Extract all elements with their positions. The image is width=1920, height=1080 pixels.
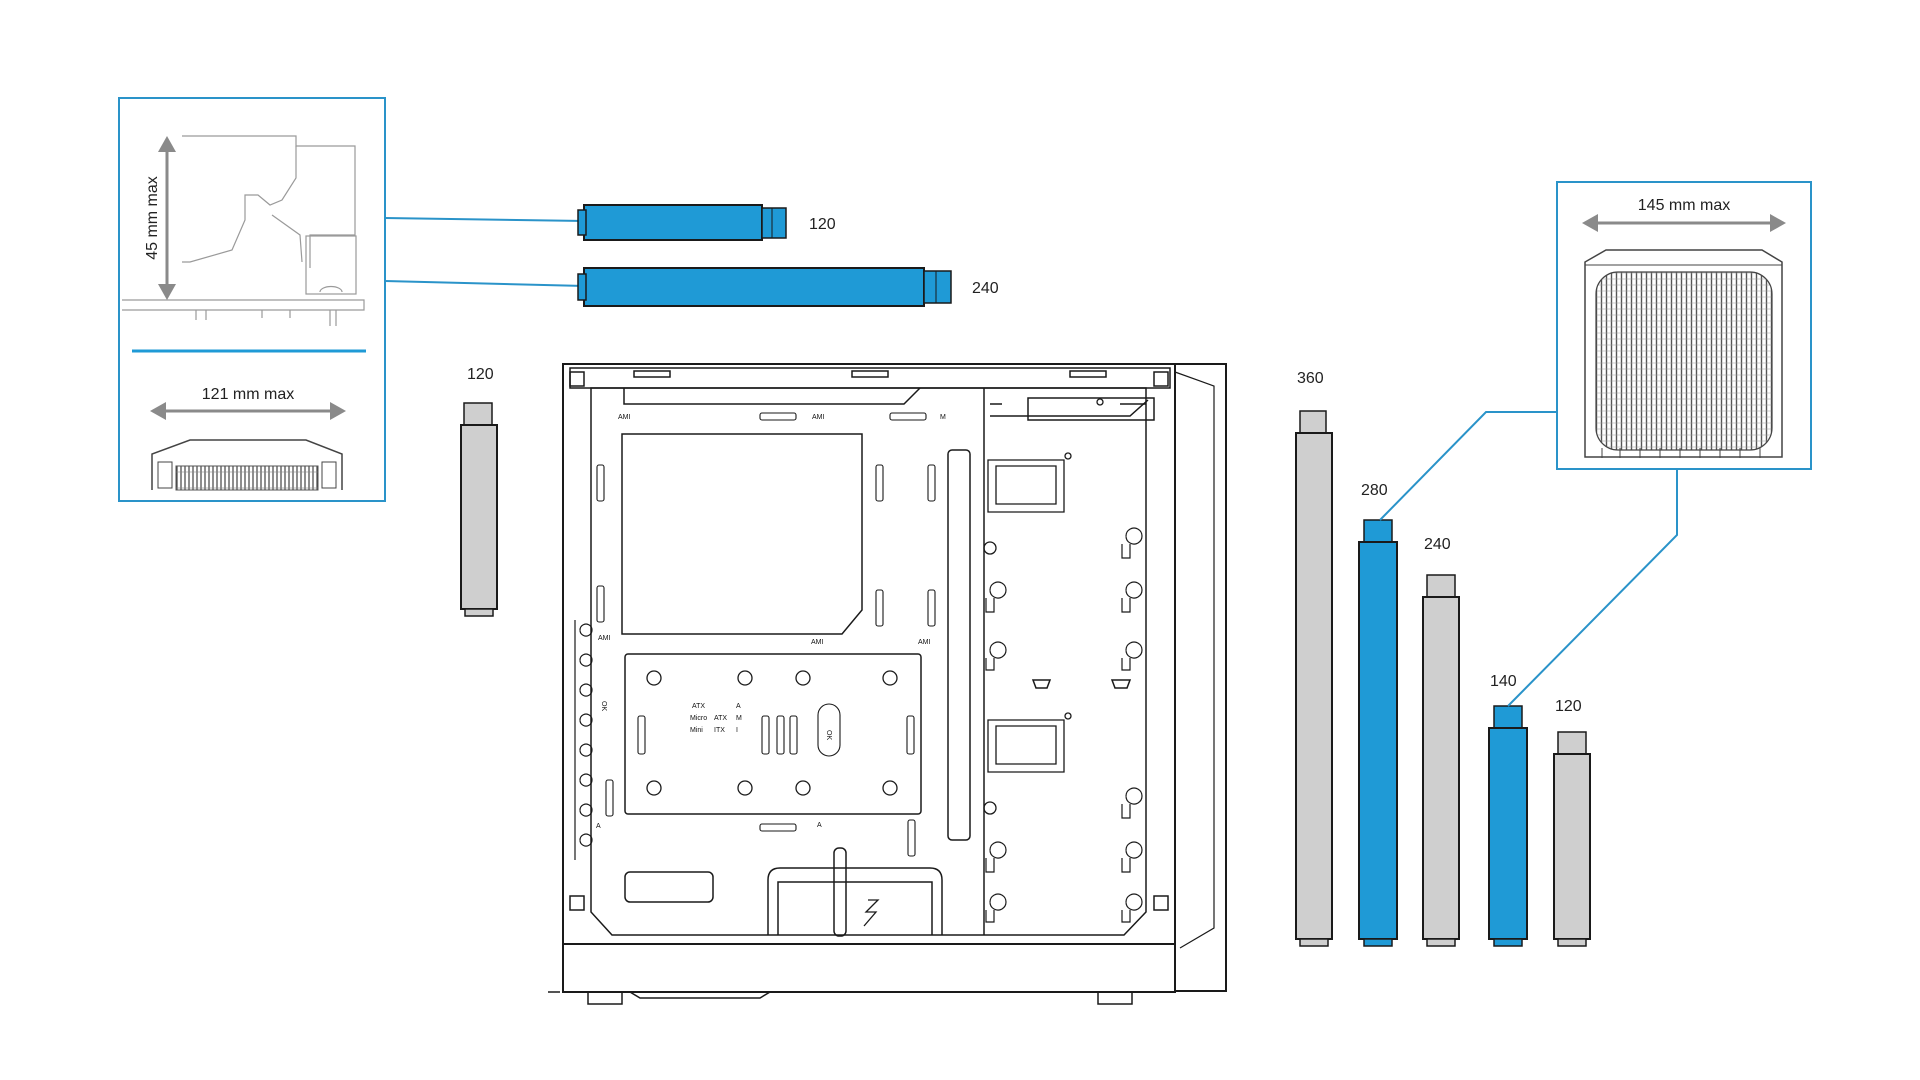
top-radiator-120-label: 120 xyxy=(809,216,836,233)
width-dimension-arrow xyxy=(150,402,346,420)
svg-text:ITX: ITX xyxy=(714,727,725,734)
radiator-top-view-partial xyxy=(151,439,343,491)
svg-text:A: A xyxy=(736,703,741,710)
front-radiator-360 xyxy=(1295,410,1333,947)
front-radiator-360-label: 360 xyxy=(1297,370,1324,387)
front-radiator-280-label: 280 xyxy=(1361,482,1388,499)
svg-text:AMI: AMI xyxy=(618,414,631,421)
rear-radiator-120-label: 120 xyxy=(467,366,494,383)
svg-text:AMI: AMI xyxy=(811,639,824,646)
front-radiator-240-label: 240 xyxy=(1424,536,1451,553)
front-radiator-240 xyxy=(1422,574,1460,947)
callout-connector-line xyxy=(1507,469,1678,707)
svg-text:Micro: Micro xyxy=(690,715,707,722)
svg-text:A: A xyxy=(596,823,601,830)
case-markings: AMI AMI M AMI AMI A A ATX Micro ATX Mini… xyxy=(596,414,946,830)
front-radiator-280 xyxy=(1358,519,1398,947)
callout-connector-line xyxy=(384,280,586,287)
svg-text:M: M xyxy=(736,715,742,722)
top-mount-cross-section xyxy=(122,135,365,326)
svg-text:OK: OK xyxy=(600,701,607,711)
left-callout: 45 mm max 121 mm max xyxy=(118,97,386,502)
rear-radiator-120 xyxy=(460,402,498,617)
svg-text:AMI: AMI xyxy=(812,414,825,421)
height-dimension-label: 45 mm max xyxy=(144,176,161,260)
pc-case-side-view xyxy=(548,363,1227,1005)
svg-text:ATX: ATX xyxy=(692,703,705,710)
right-callout: 145 mm max xyxy=(1556,181,1812,470)
svg-text:A: A xyxy=(817,822,822,829)
radiator-front-view xyxy=(1584,249,1783,458)
height-dimension-arrow xyxy=(158,136,176,300)
top-radiator-240-label: 240 xyxy=(972,280,999,297)
svg-text:Mini: Mini xyxy=(690,727,703,734)
front-radiator-140 xyxy=(1488,705,1528,947)
svg-text:AMI: AMI xyxy=(918,639,931,646)
width-dimension-label: 121 mm max xyxy=(202,386,294,403)
svg-text:AMI: AMI xyxy=(598,635,611,642)
right-width-dimension-label: 145 mm max xyxy=(1638,197,1730,214)
front-radiators xyxy=(1295,410,1591,947)
svg-text:I: I xyxy=(736,727,738,734)
front-radiator-120-label: 120 xyxy=(1555,698,1582,715)
front-radiator-120 xyxy=(1553,731,1591,947)
front-radiator-140-label: 140 xyxy=(1490,673,1517,690)
right-width-dimension-arrow xyxy=(1582,214,1786,232)
callout-connector-line xyxy=(1379,411,1557,521)
top-radiator-240 xyxy=(577,267,952,307)
svg-text:M: M xyxy=(940,414,946,421)
svg-text:OK: OK xyxy=(825,730,832,740)
top-radiator-120 xyxy=(577,204,787,241)
callout-connector-line xyxy=(384,217,586,222)
svg-text:ATX: ATX xyxy=(714,715,727,722)
